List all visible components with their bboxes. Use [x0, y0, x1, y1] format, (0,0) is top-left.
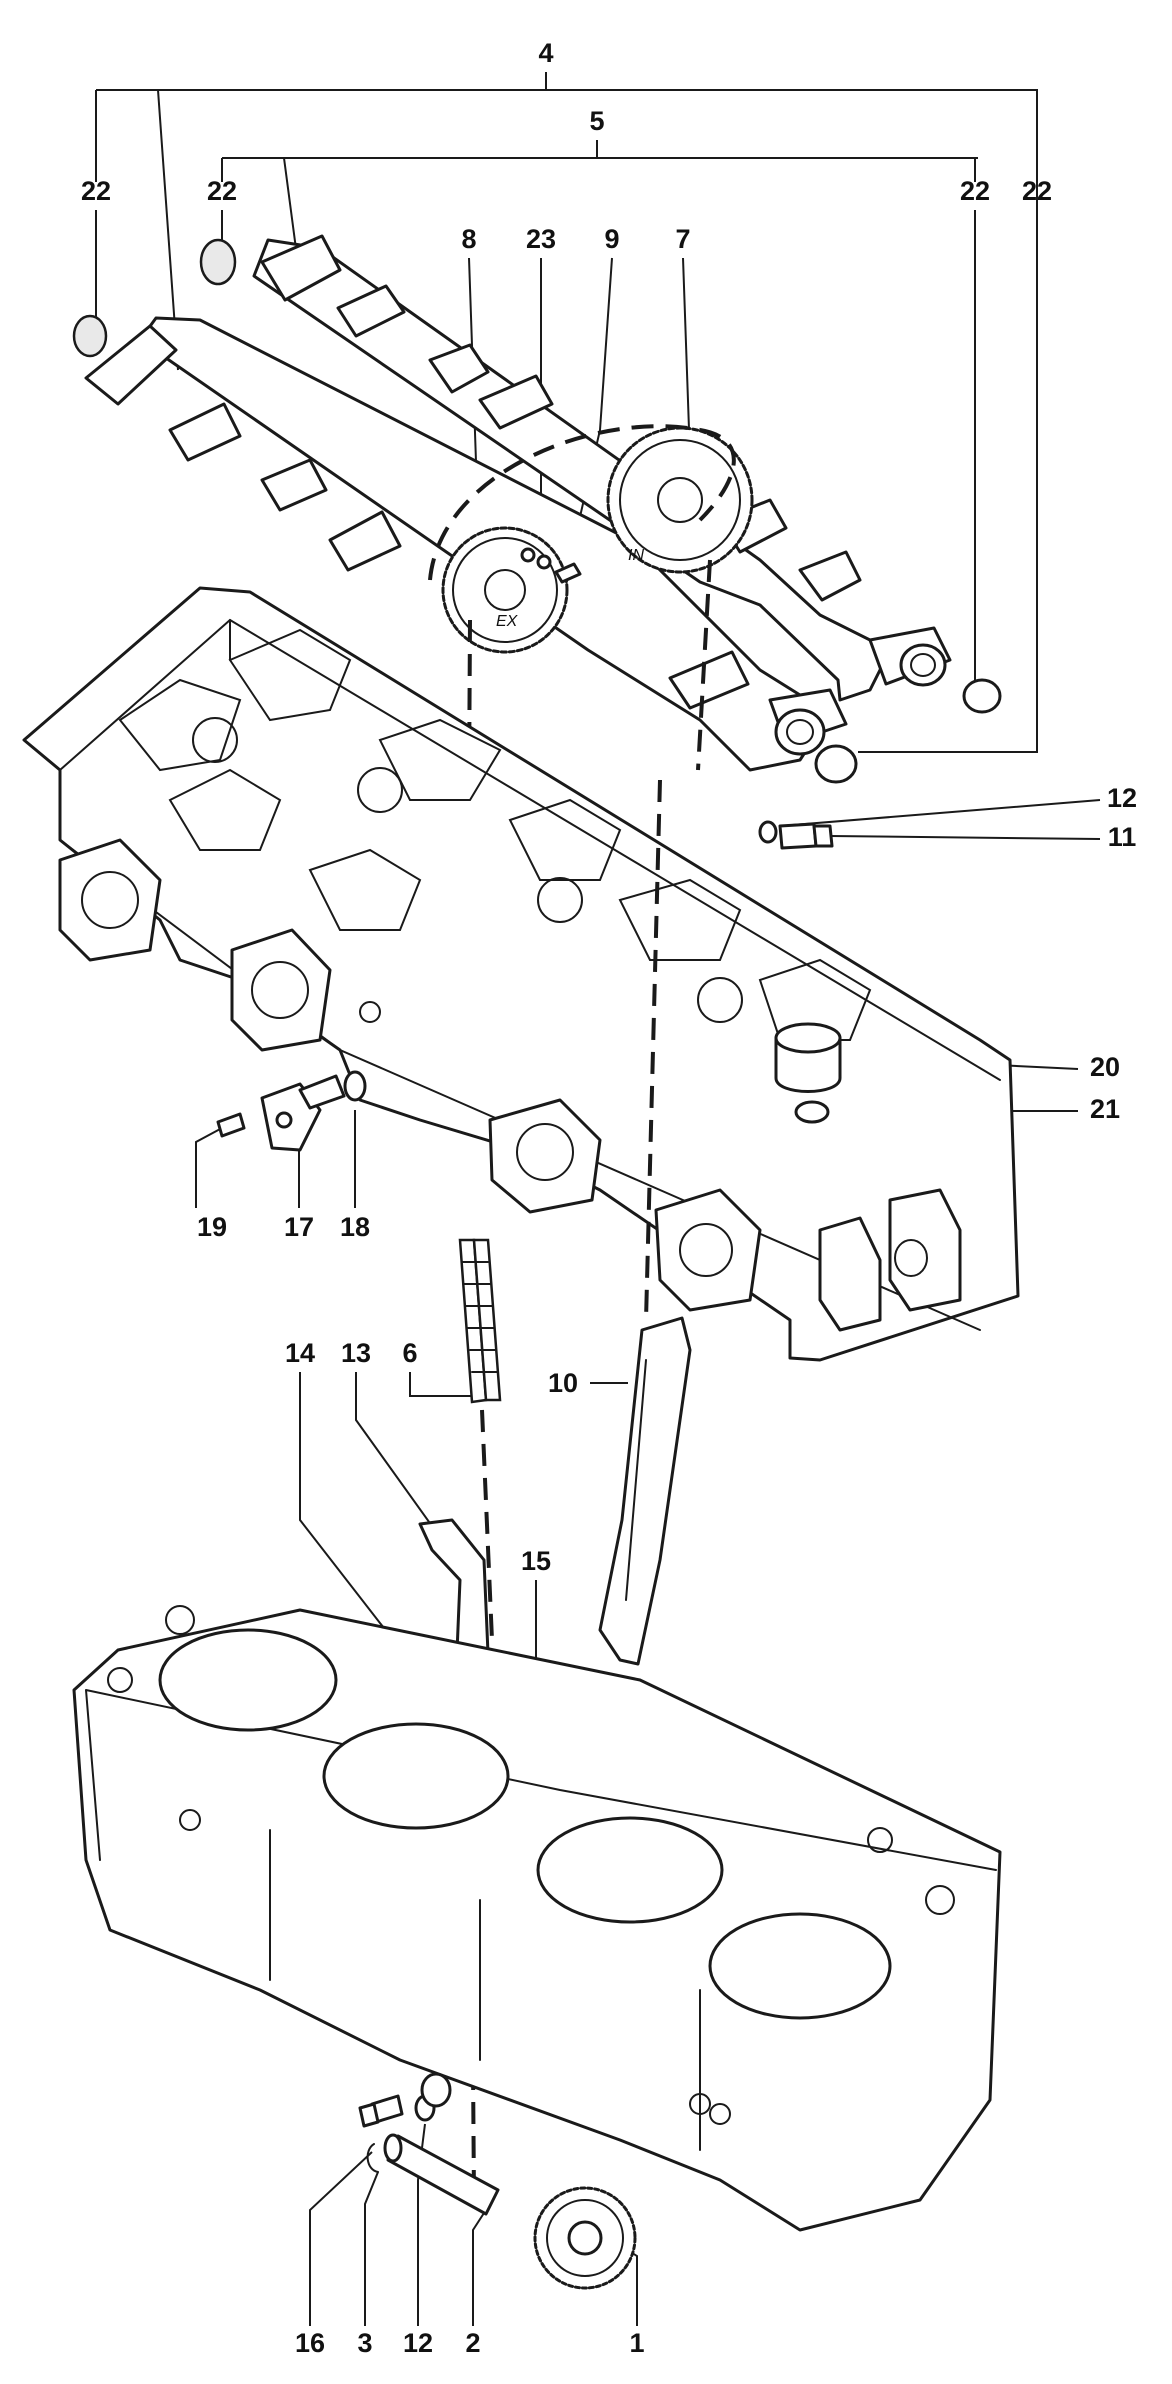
exhaust-sprocket: EX: [441, 526, 569, 654]
chain-guide-10: [598, 1316, 692, 1666]
callout-1: 1: [629, 2328, 644, 2358]
bearing-shell-22-far-left: [72, 314, 108, 358]
intake-sprocket-mark: IN: [628, 547, 644, 564]
bolt-11: [778, 822, 834, 850]
callout-23: 23: [526, 224, 556, 254]
sprocket-bolts-23-9: [520, 547, 582, 584]
shim-21: [794, 1100, 830, 1124]
bearing-shell-22-left: [199, 238, 237, 286]
callout-2: 2: [465, 2328, 480, 2358]
circlip-3: [366, 2143, 379, 2173]
callout-18: 18: [340, 1212, 370, 1242]
callout-16: 16: [295, 2328, 325, 2358]
gasket-18: [343, 1070, 367, 1102]
callout-15: 15: [521, 1546, 551, 1576]
callout-8: 8: [461, 224, 476, 254]
intake-sprocket: IN: [606, 426, 754, 574]
chain-tensioner-17: [260, 1074, 346, 1152]
bolt-19: [216, 1112, 246, 1138]
callout-13: 13: [341, 1338, 371, 1368]
intake-camshaft: [199, 234, 1002, 714]
callout-12-bottom: 12: [403, 2328, 433, 2358]
washer-12-top: [758, 820, 778, 844]
timing-chain-6: [458, 1238, 502, 1404]
callout-9: 9: [604, 224, 619, 254]
chain-path-lower: [468, 1409, 494, 2201]
cylinder-head: [22, 586, 1020, 1362]
idler-shaft-2: [383, 2133, 500, 2216]
callout-7: 7: [675, 224, 690, 254]
callout-14: 14: [285, 1338, 315, 1368]
bearing-shell-22-right: [962, 678, 1002, 714]
bolt-16: [358, 2094, 404, 2128]
callout-5: 5: [589, 106, 604, 136]
exhaust-sprocket-mark: EX: [496, 613, 519, 630]
cylinder-block: [72, 1605, 1002, 2232]
idler-gear-1: [533, 2186, 637, 2290]
callout-20: 20: [1090, 1052, 1120, 1082]
leader-lines: [95, 72, 1101, 2326]
bearing-shell-22-far-right: [814, 744, 858, 784]
callout-10: 10: [548, 1368, 578, 1398]
callout-6: 6: [402, 1338, 417, 1368]
callout-11: 11: [1108, 822, 1137, 852]
callout-21: 21: [1090, 1094, 1120, 1124]
callout-4: 4: [538, 38, 553, 68]
valve-bucket-20: [774, 1022, 842, 1093]
callout-12-top: 12: [1107, 783, 1137, 813]
callout-17: 17: [284, 1212, 314, 1242]
callout-3: 3: [357, 2328, 372, 2358]
callout-19: 19: [197, 1212, 227, 1242]
plug-fitting: [420, 2072, 452, 2108]
